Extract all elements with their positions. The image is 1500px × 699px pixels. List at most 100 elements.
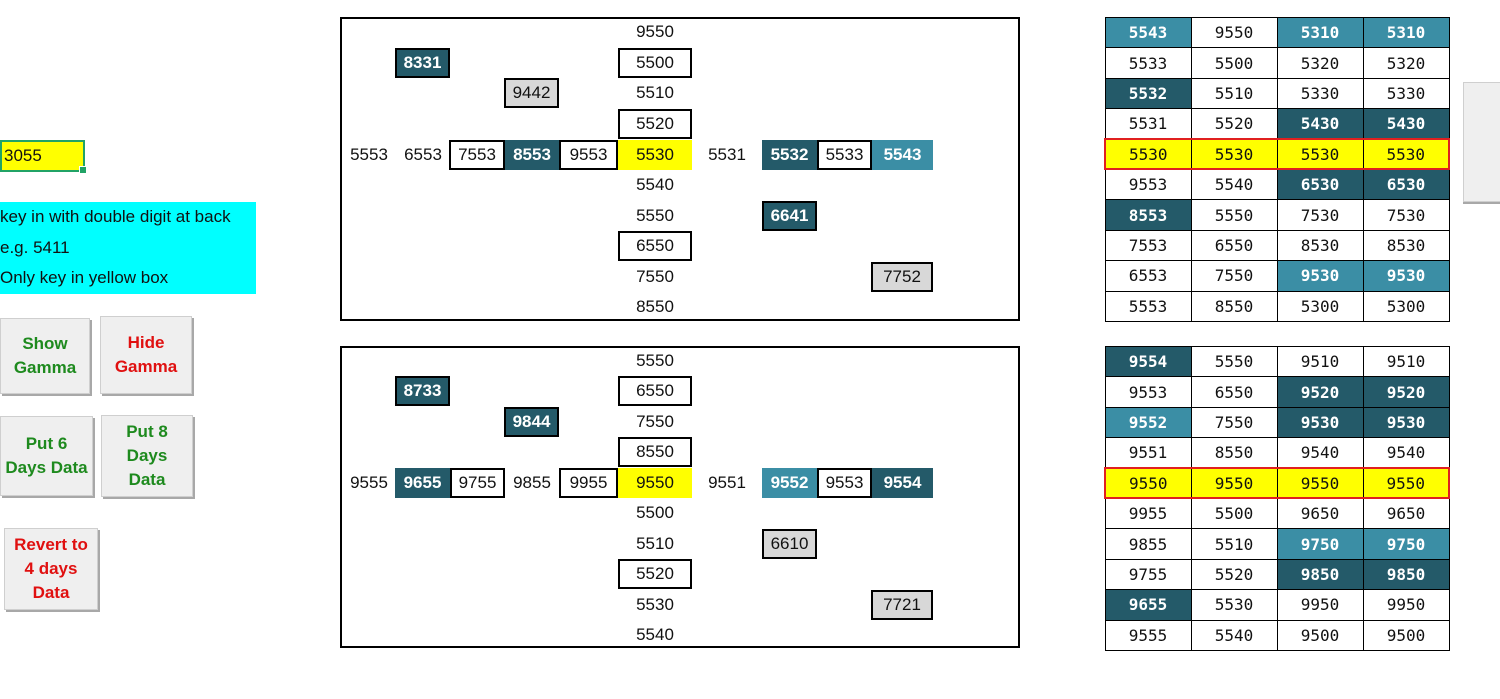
table-cell: 9655 bbox=[1104, 589, 1192, 621]
table-cell: 5530 bbox=[1190, 138, 1278, 171]
table-row: 5543 9550 5310 5310 bbox=[1104, 16, 1450, 49]
table-cell: 5530 bbox=[1362, 138, 1450, 171]
table-cell: 5310 bbox=[1276, 16, 1364, 49]
table-cell: 9510 bbox=[1276, 345, 1364, 378]
grid2-vertical-cell: 6550 bbox=[618, 376, 692, 406]
table-cell: 9530 bbox=[1362, 260, 1450, 292]
table-cell: 5320 bbox=[1276, 47, 1364, 79]
grid2-vertical-cell: 7550 bbox=[636, 412, 674, 431]
table-cell: 9850 bbox=[1276, 558, 1364, 591]
show-gamma-label: Show Gamma bbox=[13, 334, 77, 377]
table-cell: 6550 bbox=[1190, 376, 1278, 408]
table-cell: 7530 bbox=[1362, 199, 1450, 231]
table-cell: 5540 bbox=[1190, 168, 1278, 201]
grid1-horizontal-cell: 5533 bbox=[817, 140, 872, 170]
table-cell: 5330 bbox=[1362, 77, 1450, 110]
table-cell: 5553 bbox=[1104, 290, 1192, 322]
table-cell: 9550 bbox=[1104, 467, 1192, 500]
table-cell: 9554 bbox=[1104, 345, 1192, 378]
table-cell: 8553 bbox=[1104, 199, 1192, 231]
table-cell: 5310 bbox=[1362, 16, 1450, 49]
number-input-cell[interactable]: 3055 bbox=[0, 140, 87, 174]
table-cell: 9555 bbox=[1104, 619, 1192, 651]
table-cell: 5300 bbox=[1362, 290, 1450, 322]
grid2-vertical-cell: 5550 bbox=[636, 351, 674, 370]
number-input-value: 3055 bbox=[4, 146, 42, 165]
table-cell: 9550 bbox=[1362, 467, 1450, 500]
grid1-vertical-cell: 9550 bbox=[636, 22, 674, 41]
table-cell: 5530 bbox=[1104, 138, 1192, 171]
grid2-vertical-cell: 5540 bbox=[636, 625, 674, 644]
table-cell: 8530 bbox=[1276, 229, 1364, 262]
table-cell: 8530 bbox=[1362, 229, 1450, 262]
offscreen-button[interactable] bbox=[1463, 82, 1500, 202]
table-cell: 5500 bbox=[1190, 497, 1278, 530]
table-row-highlighted: 5530 5530 5530 5530 bbox=[1104, 138, 1450, 171]
grid1-vertical-cell: 7550 bbox=[636, 267, 674, 286]
grid1-horizontal-cell: 8553 bbox=[505, 140, 559, 170]
note-line-2: e.g. 5411 bbox=[0, 237, 70, 257]
table-row: 5531 5520 5430 5430 bbox=[1104, 108, 1450, 140]
grid2-extra-cell: 6610 bbox=[762, 529, 817, 559]
table-cell: 5330 bbox=[1276, 77, 1364, 110]
table-cell: 6550 bbox=[1190, 229, 1278, 262]
grid2-horizontal-cell: 9553 bbox=[817, 468, 872, 498]
hide-gamma-label: Hide Gamma bbox=[114, 333, 178, 376]
grid2-extra-cell: 9844 bbox=[504, 407, 559, 437]
grid2-vertical-cell: 8550 bbox=[618, 437, 692, 467]
table-cell: 9530 bbox=[1276, 406, 1364, 439]
table-cell: 9540 bbox=[1362, 437, 1450, 469]
table-cell: 5550 bbox=[1190, 345, 1278, 378]
table-cell: 5320 bbox=[1362, 47, 1450, 79]
fill-handle[interactable] bbox=[79, 166, 87, 174]
put-6-days-button[interactable]: Put 6 Days Data bbox=[0, 416, 93, 496]
table-cell: 9552 bbox=[1104, 406, 1192, 439]
grid1-vertical-cell: 5500 bbox=[618, 48, 692, 78]
grid1-extra-cell: 8331 bbox=[395, 48, 450, 78]
table-row: 5532 5510 5330 5330 bbox=[1104, 77, 1450, 110]
table-row: 9655 5530 9950 9950 bbox=[1104, 589, 1450, 621]
table-cell: 5510 bbox=[1190, 77, 1278, 110]
grid2-horizontal-cell: 9555 bbox=[350, 473, 388, 492]
grid2-extra-cell: 8733 bbox=[395, 376, 450, 406]
show-gamma-button[interactable]: Show Gamma bbox=[0, 318, 90, 394]
table-row: 7553 6550 8530 8530 bbox=[1104, 229, 1450, 262]
table-cell: 9950 bbox=[1362, 589, 1450, 621]
revert-4-days-button[interactable]: Revert to 4 days Data bbox=[4, 528, 98, 610]
table-cell: 9755 bbox=[1104, 558, 1192, 591]
table-cell: 9530 bbox=[1276, 260, 1364, 292]
table-cell: 9551 bbox=[1104, 437, 1192, 469]
grid1-extra-cell: 7752 bbox=[871, 262, 933, 292]
table-cell: 8550 bbox=[1190, 290, 1278, 322]
grid2-horizontal-cell: 9551 bbox=[708, 473, 746, 492]
grid1-horizontal-cell: 5531 bbox=[708, 145, 746, 164]
table-cell: 5430 bbox=[1276, 108, 1364, 140]
instruction-note: key in with double digit at back e.g. 54… bbox=[0, 202, 256, 294]
grid1-vertical-cell: 5520 bbox=[618, 109, 692, 139]
grid2-horizontal-cell: 9655 bbox=[395, 468, 450, 498]
grid1-horizontal-cell: 6553 bbox=[404, 145, 442, 164]
grid2-vertical-cell: 5500 bbox=[636, 503, 674, 522]
put-8-days-button[interactable]: Put 8 Days Data bbox=[101, 415, 193, 497]
table-row: 9555 5540 9500 9500 bbox=[1104, 619, 1450, 651]
table-cell: 9850 bbox=[1362, 558, 1450, 591]
table-cell: 7550 bbox=[1190, 260, 1278, 292]
table-cell: 9550 bbox=[1276, 467, 1364, 500]
grid1-vertical-cell: 5510 bbox=[636, 83, 674, 102]
grid1-extra-cell: 9442 bbox=[504, 78, 559, 108]
grid2-extra-cell: 7721 bbox=[871, 590, 933, 620]
grid1-vertical-cell: 8550 bbox=[636, 297, 674, 316]
table-cell: 5540 bbox=[1190, 619, 1278, 651]
grid1-horizontal-cell: 5532 bbox=[762, 140, 817, 170]
put-8-days-label: Put 8 Days Data bbox=[126, 422, 168, 489]
result-table-1: 5543 9550 5310 5310 5533 5500 5320 5320 … bbox=[1104, 16, 1450, 322]
table-cell: 9550 bbox=[1190, 16, 1278, 49]
table-cell: 5533 bbox=[1104, 47, 1192, 79]
hide-gamma-button[interactable]: Hide Gamma bbox=[100, 316, 192, 394]
grid1-center-cell: 5530 bbox=[618, 140, 692, 170]
table-cell: 9510 bbox=[1362, 345, 1450, 378]
table-cell: 5530 bbox=[1276, 138, 1364, 171]
table-cell: 8550 bbox=[1190, 437, 1278, 469]
table-row: 9755 5520 9850 9850 bbox=[1104, 558, 1450, 591]
table-cell: 5530 bbox=[1190, 589, 1278, 621]
